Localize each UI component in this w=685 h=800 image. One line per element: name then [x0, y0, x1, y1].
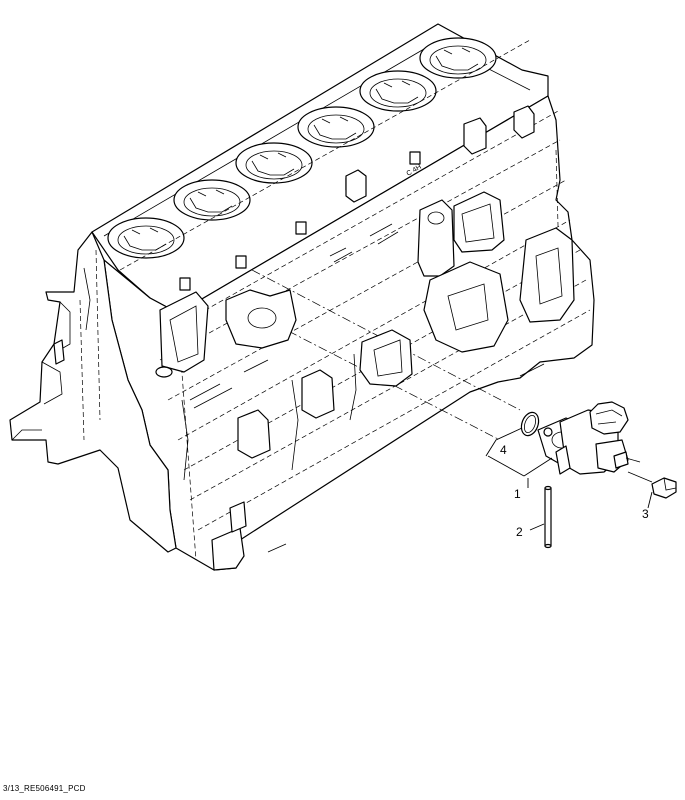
callout-4: 4 — [500, 443, 507, 457]
callout-2: 2 — [516, 525, 523, 539]
pushrod — [544, 485, 552, 549]
fuel-transfer-pump — [537, 401, 641, 475]
callout-1: 1 — [514, 487, 521, 501]
callouts: 4 1 2 3 — [485, 427, 653, 539]
drawing-reference-code: 3/13_RE506491_PCD — [3, 784, 86, 793]
block-side-features — [53, 105, 575, 571]
cap-screw — [627, 471, 677, 499]
o-ring — [520, 411, 540, 437]
engine-block: C 4H — [9, 23, 595, 571]
cylinder-bores — [107, 37, 497, 259]
callout-3: 3 — [642, 507, 649, 521]
